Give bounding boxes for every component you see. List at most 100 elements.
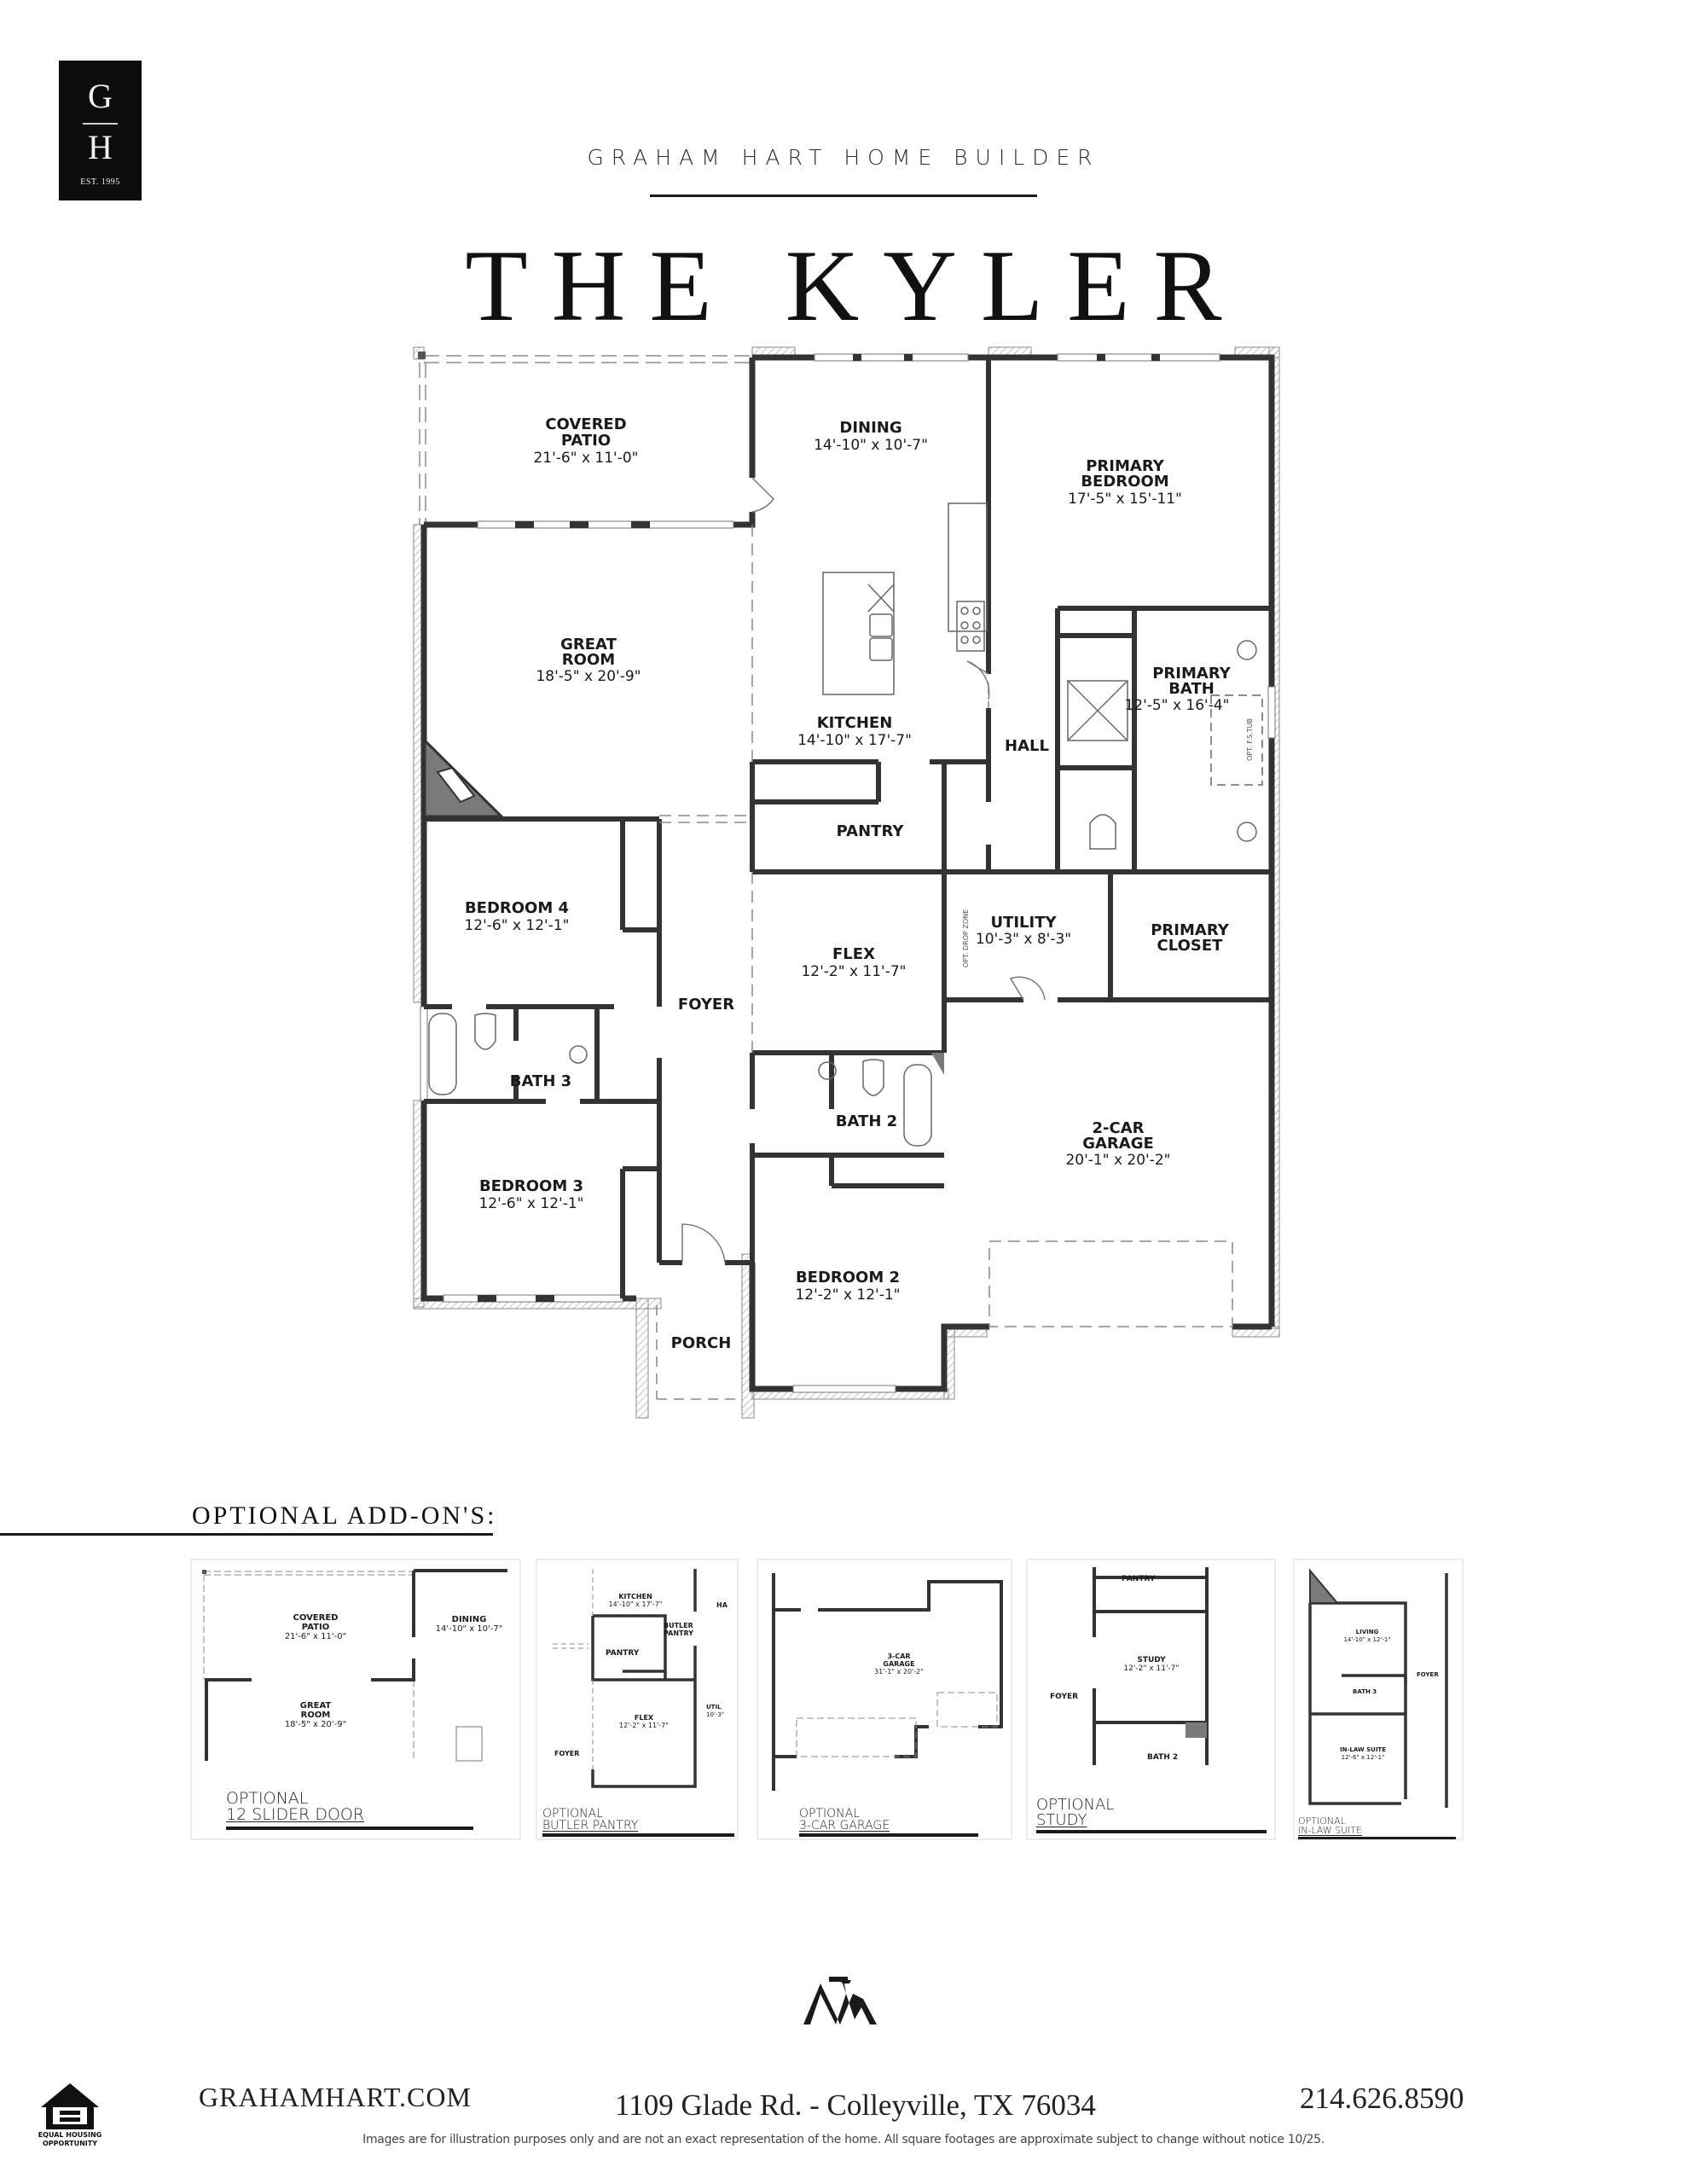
patio-column (418, 351, 426, 359)
addon4-pantry-label: PANTRY (1122, 1575, 1156, 1583)
label-garage-1: 2-CAR (1093, 1119, 1145, 1137)
dim-dining: 14'-10" x 10'-7" (814, 437, 928, 454)
logo-letter-h: H (88, 128, 113, 166)
label-flex: FLEX (832, 945, 875, 963)
label-bath-3: BATH 3 (510, 1072, 571, 1090)
phone-number[interactable]: 214.626.8590 (1300, 2082, 1464, 2115)
addon4-caption: OPTIONAL STUDY (1036, 1796, 1115, 1829)
logo-letter-g: G (88, 77, 113, 115)
addon2-foyer-label: FOYER (554, 1750, 580, 1757)
addon-card-3-car-garage[interactable]: 3-CAR GARAGE 31'-1" x 20'-2" OPTIONAL 3-… (757, 1559, 1012, 1840)
label-foyer: FOYER (678, 996, 734, 1014)
label-pantry: PANTRY (837, 822, 905, 840)
label-primary-closet-2: CLOSET (1157, 937, 1224, 955)
addon-plan-butler-pantry (553, 1569, 697, 1788)
addon-card-in-law-suite[interactable]: LIVING 14'-10" x 12'-1" BATH 3 IN-LAW SU… (1293, 1559, 1464, 1840)
address: 1109 Glade Rd. - Colleyville, TX 76034 (615, 2088, 1096, 2122)
label-bedroom-3: BEDROOM 3 (479, 1177, 583, 1195)
label-primary-bath-2: BATH (1168, 680, 1215, 698)
addon2-pantry-label: PANTRY (606, 1649, 640, 1658)
label-porch: PORCH (671, 1334, 732, 1352)
addon5-bath3-label: BATH 3 (1353, 1688, 1377, 1695)
garage-door (988, 1240, 1233, 1327)
label-great-room-1: GREAT (560, 636, 617, 653)
dim-utility: 10'-3" x 8'-3" (976, 931, 1071, 948)
addon2-hall-label: HA (716, 1601, 728, 1609)
addon4-rule (1036, 1830, 1267, 1833)
addon-card-butler-pantry[interactable]: KITCHEN 14'-10" x 17'-7" BUTLER PANTRY P… (536, 1559, 739, 1840)
logo-divider (83, 123, 118, 125)
gh-logo: G H EST. 1995 (59, 61, 142, 200)
label-covered-patio-2: PATIO (561, 432, 611, 450)
dim-flex: 12'-2" x 11'-7" (801, 963, 906, 980)
dim-kitchen: 14'-10" x 17'-7" (797, 732, 912, 749)
label-kitchen: KITCHEN (817, 714, 893, 732)
addon5-inlaw-label: IN-LAW SUITE 12'-6" x 12'-1" (1340, 1746, 1386, 1761)
label-hall: HALL (1005, 737, 1049, 755)
addon1-caption: OPTIONAL 12 SLIDER DOOR (226, 1789, 365, 1824)
dim-bedroom-2: 12'-2" x 12'-1" (795, 1287, 900, 1304)
label-garage-2: GARAGE (1082, 1135, 1154, 1153)
window-mullions (478, 354, 1160, 1302)
label-primary-closet-1: PRIMARY (1151, 921, 1229, 939)
equal-housing-text: EQUAL HOUSING OPPORTUNITY (38, 2131, 102, 2147)
fireplace (423, 737, 505, 818)
label-bath-2: BATH 2 (836, 1112, 897, 1130)
dim-bedroom-4: 12'-6" x 12'-1" (464, 917, 569, 934)
addon-plan-study (1093, 1567, 1209, 1765)
label-opt-tub: OPT. F.S.TUB (1246, 718, 1254, 761)
addon4-study-label: STUDY 12'-2" x 11'-7" (1123, 1656, 1180, 1673)
dim-covered-patio: 21'-6" x 11'-0" (533, 450, 638, 467)
addon5-living-label: LIVING 14'-10" x 12'-1" (1343, 1629, 1391, 1643)
plan-title: THE KYLER (465, 229, 1246, 342)
addon1-great-room-label: GREAT ROOM 18'-5" x 20'-9" (284, 1701, 347, 1729)
disclaimer: Images are for illustration purposes onl… (362, 2133, 1325, 2146)
addons-divider (0, 1533, 493, 1536)
addon1-patio-label: COVERED PATIO 21'-6" x 11'-0" (284, 1613, 347, 1641)
addon3-garage-label: 3-CAR GARAGE 31'-1" x 20'-2" (874, 1653, 924, 1676)
addon1-rule (226, 1827, 473, 1830)
addon-plan-slider-door (202, 1569, 507, 1762)
patio-outline (419, 355, 752, 525)
addon-plan-in-law-suite (1308, 1568, 1448, 1808)
roof-logo-icon (803, 1977, 877, 2024)
addon2-caption: OPTIONAL BUTLER PANTRY (542, 1807, 639, 1833)
addon2-util-label: UTIL 10'-3" (706, 1704, 725, 1718)
addon2-rule (542, 1833, 734, 1837)
dim-primary-bedroom: 17'-5" x 15'-11" (1068, 491, 1182, 508)
exterior-hatch (413, 346, 1280, 1419)
addon5-caption: OPTIONAL IN-LAW SUITE (1298, 1815, 1363, 1836)
addon3-rule (799, 1833, 978, 1837)
kitchen-counter (948, 502, 988, 652)
addon4-foyer-label: FOYER (1050, 1693, 1079, 1701)
label-utility: UTILITY (990, 914, 1057, 932)
addons-heading: OPTIONAL ADD-ON'S: (192, 1502, 497, 1530)
label-dining: DINING (839, 419, 901, 437)
dim-great-room: 18'-5" x 20'-9" (536, 668, 641, 685)
label-primary-bath-1: PRIMARY (1152, 665, 1231, 682)
addon4-bath2-label: BATH 2 (1147, 1753, 1179, 1762)
interior-walls (424, 357, 1272, 1389)
brand-divider (650, 195, 1037, 197)
house-icon (41, 2083, 99, 2129)
website-link[interactable]: GRAHAMHART.COM (199, 2082, 472, 2112)
dim-garage: 20'-1" x 20'-2" (1065, 1152, 1170, 1169)
brand-subtitle: GRAHAM HART HOME BUILDER (587, 145, 1100, 170)
label-opt-drop-zone: OPT. DROP ZONE (962, 909, 970, 967)
addon1-dining-label: DINING 14'-10" x 10'-7" (435, 1615, 503, 1634)
addon-card-slider-door[interactable]: COVERED PATIO 21'-6" x 11'-0" DINING 14'… (190, 1559, 521, 1840)
label-covered-patio-1: COVERED (545, 415, 626, 433)
dim-bedroom-3: 12'-6" x 12'-1" (478, 1195, 583, 1212)
addon-card-study[interactable]: PANTRY STUDY 12'-2" x 11'-7" FOYER BATH … (1026, 1559, 1276, 1840)
logo-established: EST. 1995 (80, 177, 120, 187)
addon3-caption: OPTIONAL 3-CAR GARAGE (799, 1807, 890, 1833)
addon-plan-3-car-garage (772, 1573, 1003, 1791)
bath-fixtures (428, 640, 1263, 1147)
equal-housing-icon: EQUAL HOUSING OPPORTUNITY (38, 2082, 102, 2152)
label-great-room-2: ROOM (562, 651, 615, 669)
dashed-openings (659, 525, 989, 1053)
label-primary-bedroom-1: PRIMARY (1086, 457, 1164, 475)
bath-2-chase (931, 1053, 944, 1075)
label-bedroom-4: BEDROOM 4 (465, 899, 569, 917)
